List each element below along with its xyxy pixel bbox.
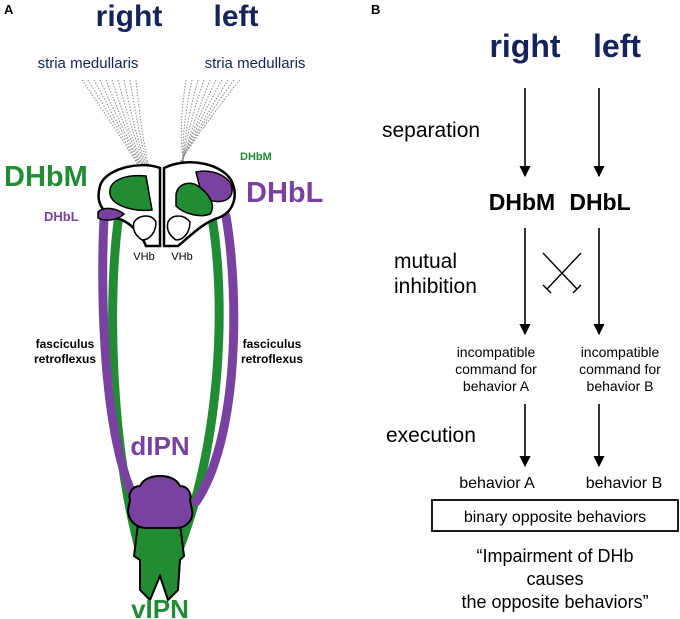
command-a-line1: incompatible [457, 344, 536, 360]
command-b-line2: command for [579, 361, 661, 377]
side-label-left: left [214, 0, 259, 33]
mutual-inhibition-symbol [542, 252, 582, 294]
execution-label: execution [386, 424, 476, 447]
left-green-tract [173, 213, 224, 557]
side-label-right: right [96, 0, 163, 33]
mutual-inhibition-line1: mutual [394, 250, 457, 273]
quote-line1: “Impairment of DHb [476, 546, 633, 566]
panel-a: A right left stria medullaris stria medu… [4, 0, 323, 619]
vipn-label: vIPN [131, 594, 189, 619]
fasciculus-left-line1: fasciculus [243, 337, 302, 351]
dhbl-big-label: DHbL [246, 177, 323, 209]
binary-behaviors-label: binary opposite behaviors [464, 509, 646, 526]
left-habenula [162, 161, 236, 248]
command-b-line1: incompatible [581, 344, 660, 360]
behavior-b-label: behavior B [586, 475, 663, 492]
fasciculus-right-line2: retroflexus [34, 352, 96, 366]
dipn-label: dIPN [130, 431, 189, 461]
left-vhb-nucleus [166, 215, 191, 241]
stria-medullaris-right-fibers [81, 79, 150, 169]
fasciculus-left-line2: retroflexus [241, 352, 303, 366]
stria-medullaris-left-label: stria medullaris [205, 55, 306, 72]
vhb-right-label: VHb [133, 251, 154, 263]
dhbl-small-label: DHbL [44, 209, 79, 224]
panel-b: B right left separation DHbM DHbL mutual… [371, 2, 679, 612]
quote-line2: causes [526, 569, 583, 589]
stria-medullaris-right-label: stria medullaris [38, 55, 139, 72]
behavior-a-label: behavior A [459, 475, 535, 492]
command-a-line2: command for [455, 361, 537, 377]
command-a-line3: behavior A [463, 378, 530, 394]
right-habenula [97, 163, 162, 248]
left-purple-tract [191, 211, 239, 507]
right-dhbm-nucleus [109, 174, 153, 212]
right-vhb-nucleus [132, 215, 157, 241]
interpeduncular-nucleus [126, 474, 194, 602]
dipn-region [126, 474, 194, 529]
vhb-left-label: VHb [171, 251, 192, 263]
side-label-left-b: left [593, 28, 641, 64]
dhbm-big-label: DHbM [4, 161, 88, 193]
command-b-line3: behavior B [587, 378, 654, 394]
quote-line3: the opposite behaviors” [461, 592, 648, 612]
dhbm-b-label: DHbM [489, 189, 555, 215]
stria-medullaris-left-fibers [175, 79, 241, 169]
fasciculus-right-line1: fasciculus [36, 337, 95, 351]
binary-behaviors-box [431, 499, 679, 532]
panel-b-label: B [371, 2, 380, 17]
dhbl-b-label: DHbL [569, 189, 630, 215]
separation-label: separation [382, 119, 480, 142]
vipn-region [132, 523, 186, 602]
side-label-right-b: right [489, 28, 560, 64]
panel-a-label: A [4, 2, 14, 17]
right-purple-tract [98, 213, 141, 507]
left-dhbm-nucleus [175, 182, 214, 217]
right-dhbl-nucleus [97, 207, 126, 221]
mutual-inhibition-line2: inhibition [394, 275, 477, 298]
dhbm-small-label: DHbM [240, 151, 272, 163]
